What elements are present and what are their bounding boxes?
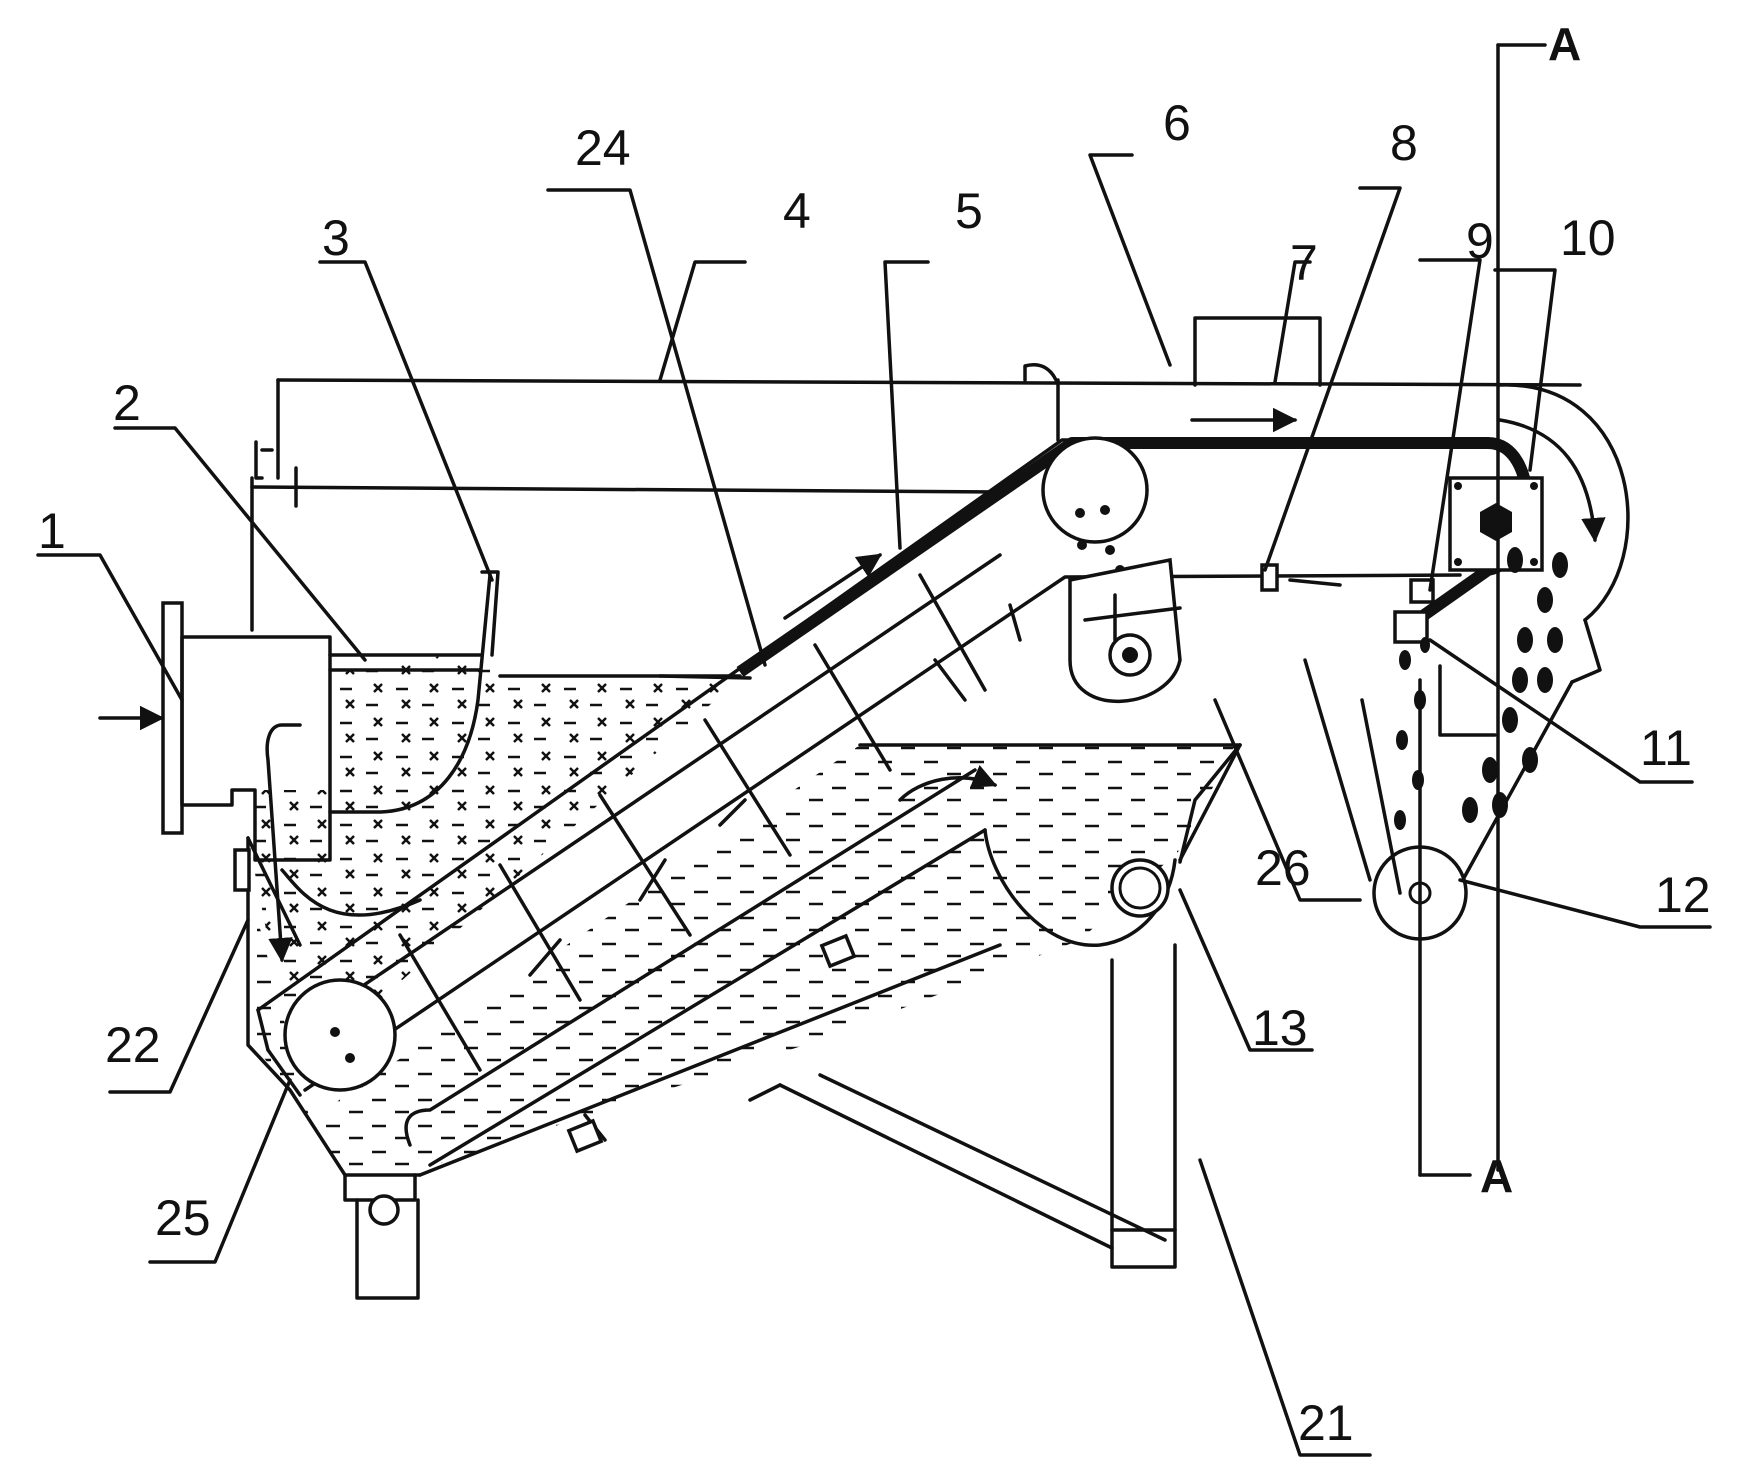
label-4: 4 [783,183,811,239]
leader-lines [36,153,1712,1457]
label-6: 6 [1163,95,1191,151]
label-26: 26 [1255,840,1311,896]
label-2: 2 [113,375,141,431]
roller-26 [1068,557,1182,704]
section-mark-bottom: A [1480,1150,1513,1202]
inlet-flange [98,601,332,862]
section-line-aa: A A [1418,18,1581,1202]
label-8: 8 [1390,115,1418,171]
conveyor-frame [256,407,1606,1097]
part-labels: 1 2 3 4 5 6 7 8 9 10 11 12 13 21 22 24 2… [38,95,1711,1451]
label-21: 21 [1298,1395,1354,1451]
label-13: 13 [1252,1000,1308,1056]
falling-solids [1394,547,1568,830]
water-surface [498,674,1242,864]
drum-13 [1110,743,1242,918]
label-3: 3 [322,210,350,266]
label-22: 22 [105,1017,161,1073]
baffle-flow [265,723,422,963]
hood-frame [250,316,1630,887]
label-12: 12 [1655,867,1711,923]
support-legs [233,848,1177,1269]
label-9: 9 [1466,213,1494,269]
label-25: 25 [155,1190,211,1246]
section-mark-top: A [1548,18,1581,70]
label-7: 7 [1290,235,1318,291]
label-11: 11 [1640,720,1692,776]
label-24: 24 [575,120,631,176]
return-channel [368,768,1177,1226]
label-5: 5 [955,183,983,239]
label-1: 1 [38,503,66,559]
label-10: 10 [1560,210,1616,266]
tank-body [246,640,1235,1300]
